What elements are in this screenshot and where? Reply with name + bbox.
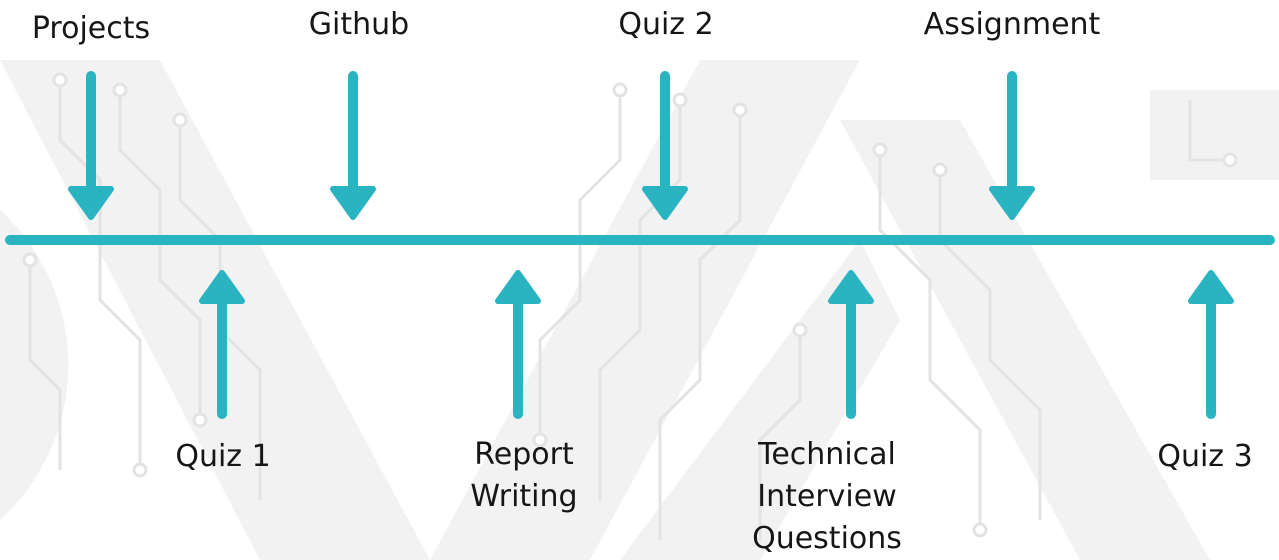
- label-assignment: Assignment: [923, 7, 1101, 42]
- down-arrow-assignment: [989, 71, 1035, 220]
- label-report-writing-line-2: Writing: [470, 479, 578, 514]
- down-arrow-projects: [68, 71, 114, 220]
- label-technical-interview-questions-line-2: Interview: [757, 479, 897, 514]
- label-technical-interview-questions-line-1: Technical: [758, 437, 896, 472]
- up-arrow-quiz-1: [199, 270, 245, 419]
- label-quiz-3-line-1: Quiz 3: [1157, 439, 1253, 474]
- label-report-writing: Report Writing: [444, 434, 604, 518]
- label-quiz-1-line-1: Quiz 1: [175, 439, 271, 474]
- label-quiz-2: Quiz 2: [618, 7, 714, 42]
- label-quiz-1: Quiz 1: [143, 436, 303, 478]
- label-technical-interview-questions-line-3: Questions: [752, 521, 902, 556]
- label-github: Github: [308, 7, 410, 42]
- label-quiz-3: Quiz 3: [1130, 436, 1279, 478]
- down-arrow-quiz-2: [642, 71, 688, 220]
- up-arrow-quiz-3: [1188, 270, 1234, 419]
- up-arrow-report-writing: [495, 270, 541, 419]
- down-arrow-github: [330, 71, 376, 220]
- up-arrow-technical-interview-questions: [828, 270, 874, 419]
- label-projects: Projects: [31, 11, 151, 46]
- label-technical-interview-questions: Technical Interview Questions: [727, 434, 927, 560]
- label-report-writing-line-1: Report: [474, 437, 574, 472]
